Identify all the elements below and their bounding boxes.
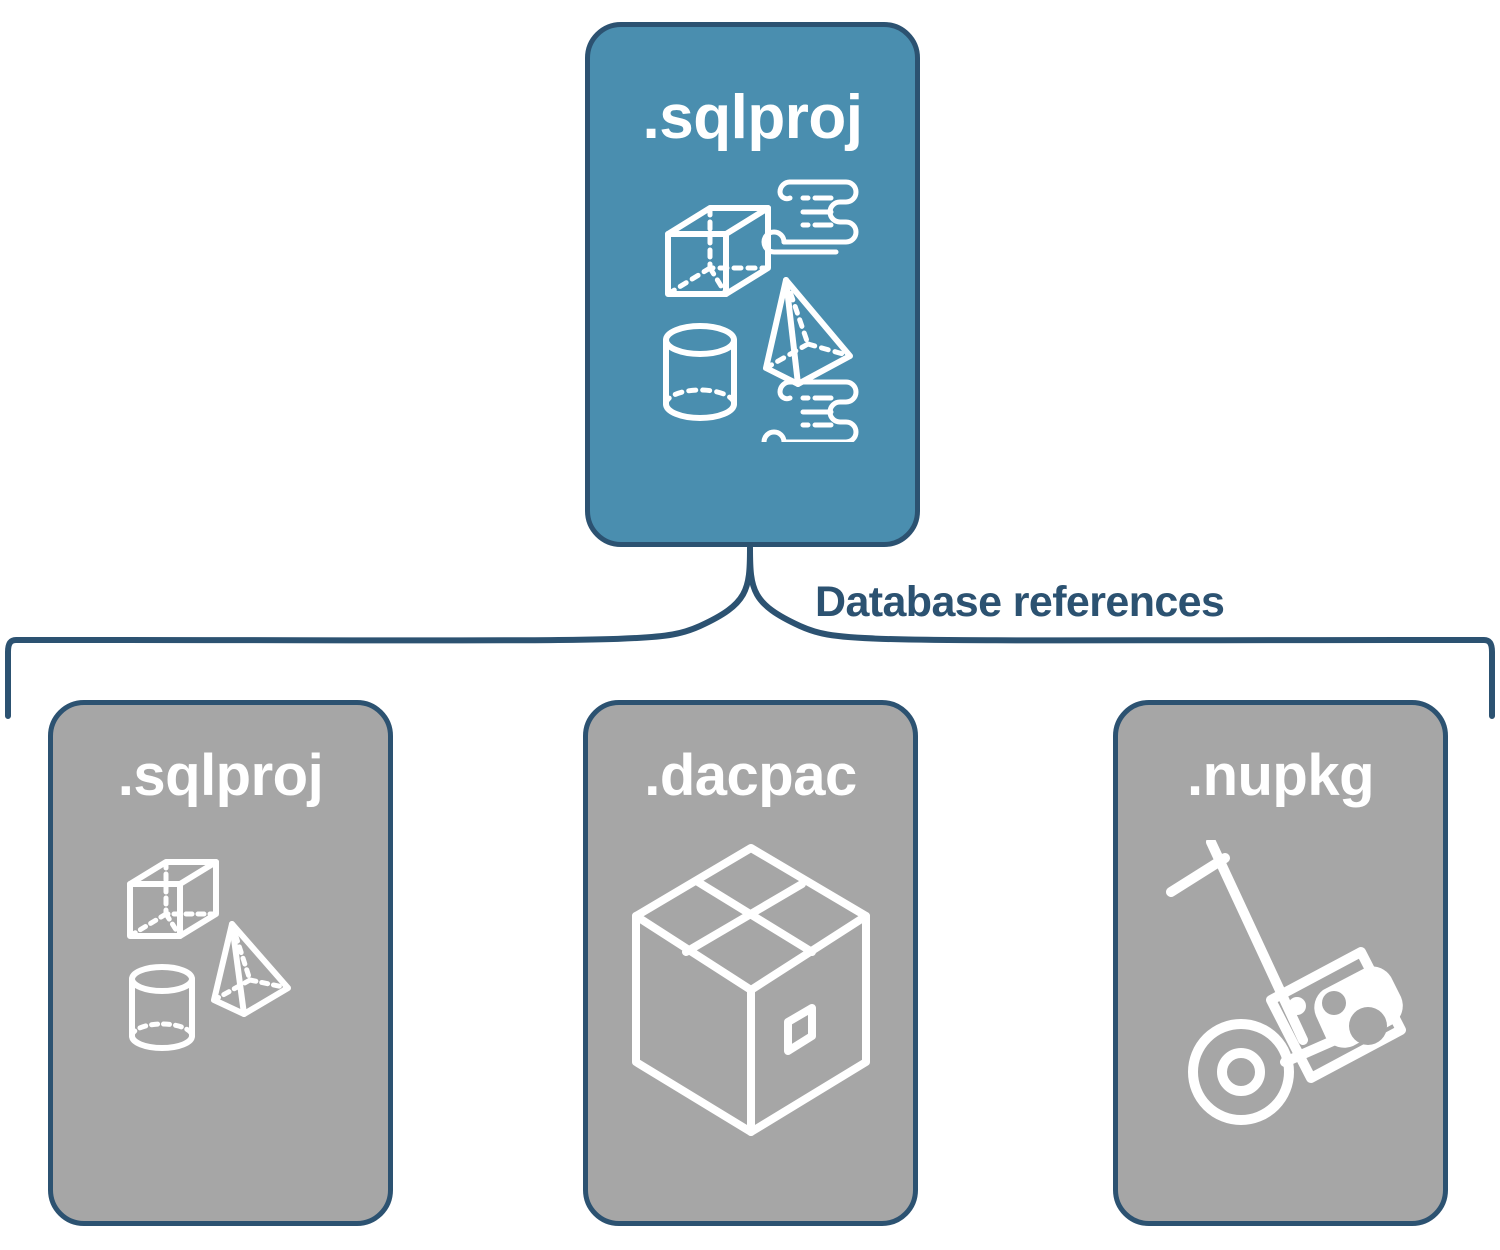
connector-label: Database references [815,578,1225,626]
node-ref-nupkg-artwork [1118,825,1443,1155]
scroll-icon [761,379,858,442]
node-root-sqlproj[interactable]: .sqlproj [585,22,920,547]
pyramid-wireframe-icon [210,920,291,1017]
node-root-sqlproj-label: .sqlproj [642,83,863,152]
cylinder-wireframe-icon [128,963,195,1051]
node-ref-sqlproj-artwork [53,845,388,1085]
node-ref-dacpac-label: .dacpac [644,743,857,808]
node-ref-dacpac-artwork [588,825,913,1155]
shipping-box-icon [631,844,870,1136]
node-ref-nupkg-label: .nupkg [1186,743,1375,808]
node-ref-sqlproj[interactable]: .sqlproj [48,700,393,1226]
node-ref-nupkg[interactable]: .nupkg [1113,700,1448,1226]
pyramid-wireframe-icon [762,277,853,387]
scroll-icon [761,179,858,255]
cube-wireframe-icon [126,858,219,939]
nuget-glyph-holes [1322,991,1387,1045]
nuget-package-icon [1266,947,1406,1083]
cube-wireframe-icon [664,205,771,297]
node-ref-sqlproj-label: .sqlproj [117,743,324,808]
cylinder-wireframe-icon [662,323,737,421]
node-root-sqlproj-artwork [590,172,915,442]
node-ref-dacpac[interactable]: .dacpac [583,700,918,1226]
